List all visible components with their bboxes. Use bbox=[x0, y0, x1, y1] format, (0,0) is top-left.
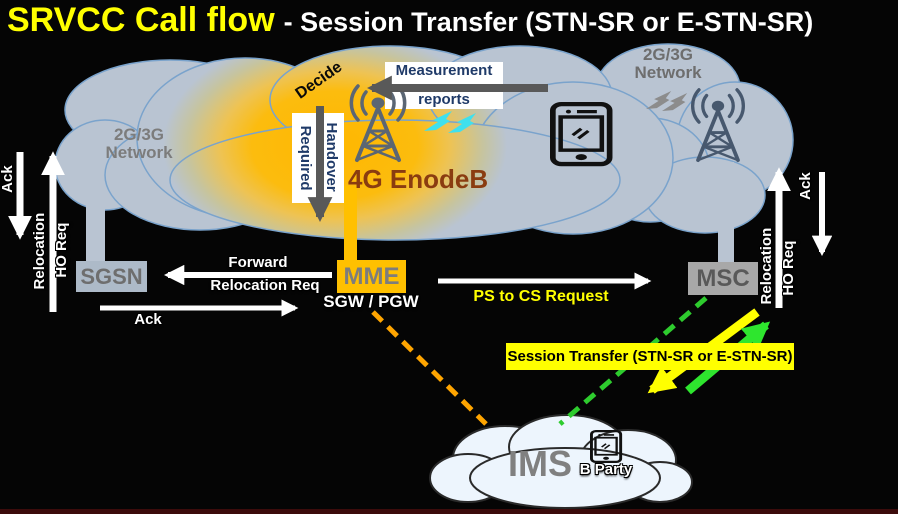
session-transfer-label: Session Transfer (STN-SR or E-STN-SR) bbox=[507, 348, 793, 365]
session-transfer-banner: Session Transfer (STN-SR or E-STN-SR) bbox=[506, 343, 794, 370]
left-cloud-label: 2G/3G Network bbox=[105, 125, 173, 163]
forward-label-line2: Relocation Req bbox=[210, 277, 320, 294]
sgw-pgw-label: SGW / PGW bbox=[323, 292, 419, 311]
sgsn-node: SGSN bbox=[76, 261, 147, 292]
mme-label: MME bbox=[343, 262, 400, 290]
relocation-right-label: Relocation bbox=[757, 227, 775, 305]
sgsn-label: SGSN bbox=[80, 263, 143, 289]
mme-to-ims-dashed-line bbox=[371, 310, 488, 426]
mme-connector bbox=[344, 186, 357, 264]
ack-right-label: Ack bbox=[796, 172, 814, 200]
page-title: SRVCC Call flow - Session Transfer (STN-… bbox=[7, 1, 813, 40]
ps-to-cs-label: PS to CS Request bbox=[473, 288, 609, 305]
msc-connector bbox=[718, 162, 734, 264]
ack-left-label: Ack bbox=[0, 165, 16, 193]
measurement-label-line1: Measurement bbox=[395, 62, 493, 79]
mme-node: MME bbox=[337, 260, 406, 293]
handover-label-line1: Handover bbox=[323, 122, 341, 192]
enodeb-label: 4G EnodeB bbox=[348, 164, 489, 194]
title-rest: - Session Transfer (STN-SR or E-STN-SR) bbox=[283, 7, 814, 37]
ack-bottom-label: Ack bbox=[134, 311, 162, 328]
sgsn-connector bbox=[86, 182, 105, 264]
bottom-border bbox=[0, 509, 898, 514]
b-party-label: B Party bbox=[579, 461, 633, 478]
right-cloud-label: 2G/3G Network bbox=[634, 45, 702, 83]
title-highlight: SRVCC Call flow bbox=[7, 1, 275, 39]
ho-req-left-label: HO Req bbox=[52, 222, 70, 278]
handover-label-line2: Required bbox=[297, 125, 315, 191]
ims-label: IMS bbox=[507, 443, 572, 484]
ho-req-right-label: HO Req bbox=[779, 240, 797, 296]
forward-label-line1: Forward bbox=[228, 254, 288, 271]
msc-node: MSC bbox=[688, 262, 758, 295]
relocation-left-label: Relocation bbox=[30, 212, 48, 290]
msc-label: MSC bbox=[696, 264, 750, 292]
measurement-label-line2: reports bbox=[418, 91, 470, 108]
